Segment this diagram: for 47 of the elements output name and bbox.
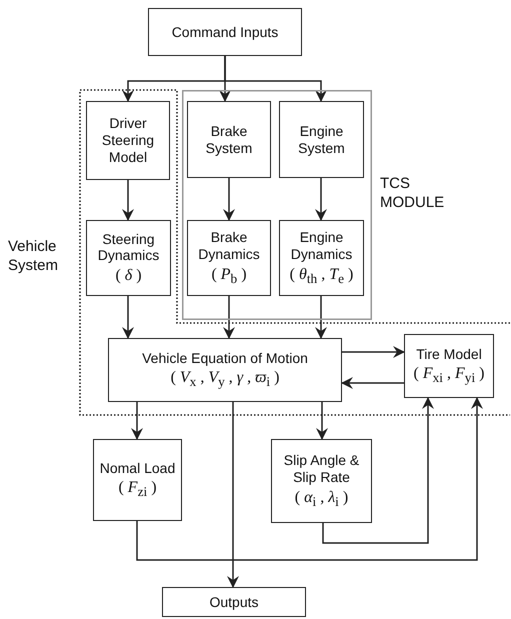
process-box [404,334,494,398]
region-label: TCS MODULE [380,175,446,212]
process-box [271,439,372,523]
box-title: Engine System [297,122,346,156]
variable-list: ( α$_{i}$ , λ$_{i}$ ) [294,488,348,510]
box-title: Tire Model [416,346,482,362]
arrow [315,178,327,221]
variable-list: ( δ ) [115,266,142,286]
box-title: Engine Dynamics [290,229,354,263]
box-title: Command Inputs [172,24,278,40]
arrow [227,402,239,588]
box-title: Outputs [209,594,259,610]
process-box [279,101,364,178]
process-box [86,101,170,180]
variable-list: ( F$_{zi}$ ) [118,478,157,500]
process-box [187,101,271,178]
box-title: Nomal Load [100,460,176,476]
box-title: Driver Steering Model [100,115,156,166]
box-title: Brake Dynamics [197,229,261,263]
arrow [136,397,483,561]
process-box [108,338,342,402]
arrow [342,346,405,358]
box-title: Steering Dynamics [96,230,160,264]
process-box [279,220,364,296]
variable-list: ( V$_{x}$ , V$_{y}$ , γ , ϖ$_{i}$ ) [170,368,280,390]
process-box [86,220,171,296]
arrow [122,180,134,221]
arrow [131,402,143,440]
arrow [223,296,235,339]
box-title: Vehicle Equation of Motion [142,350,308,366]
process-box [162,587,306,617]
arrow [315,296,327,339]
arrow [224,56,327,102]
arrow [316,402,328,440]
box-title: Brake System [204,122,254,156]
process-box [93,439,182,521]
variable-list: ( θ$_{th}$ , T$_{e}$ ) [290,264,354,287]
variable-list: ( P$_{b}$ ) [211,264,247,287]
arrow [341,377,404,389]
process-box [148,8,302,56]
arrow [122,296,134,339]
arrow [223,178,235,221]
region-label: Vehicle System [8,238,60,276]
box-title: Slip Angle & Slip Rate [282,452,360,486]
variable-list: ( F$_{xi}$ , F$_{yi}$ ) [414,364,484,386]
process-box [187,220,271,296]
arrow [322,397,434,544]
